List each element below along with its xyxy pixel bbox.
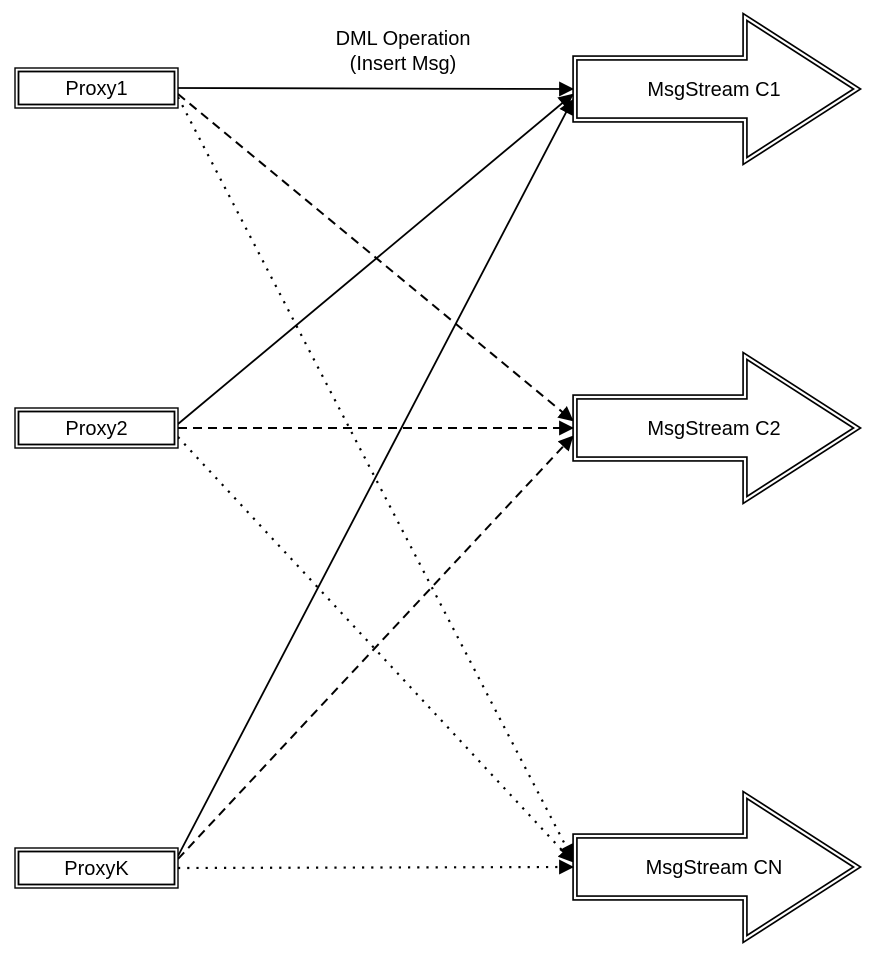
edge-proxyk-to-msgstream-c1-solid (177, 99, 573, 857)
node-proxy1: Proxy1 (14, 67, 179, 109)
msgstream-c2-arrow-inner-line (573, 353, 860, 503)
proxy1-box-inner-line (17, 70, 176, 106)
edge-annotation: DML Operation (Insert Msg) (336, 28, 471, 75)
msgstream-c2-label: MsgStream C2 (647, 418, 780, 440)
proxyk-box (14, 847, 179, 889)
msgstream-c1-arrow-inner-line (573, 14, 860, 164)
proxy2-box (14, 407, 179, 449)
proxyk-box-inner-line (17, 850, 176, 886)
node-proxy2: Proxy2 (14, 407, 179, 449)
edge-proxyk-to-msgstream-c2-dashed (177, 435, 574, 860)
msgstream-c1-label: MsgStream C1 (647, 79, 780, 101)
node-msgstream-c2: MsgStream C2 (572, 350, 863, 506)
proxy1-label: Proxy1 (65, 78, 127, 100)
edge-proxyk-to-msgstream-cn-dotted (177, 859, 575, 875)
node-msgstream-c1: MsgStream C1 (572, 11, 863, 167)
proxy2-box-inner-line (17, 410, 176, 446)
msgstream-cn-arrow-inner-line (573, 792, 860, 942)
proxy1-box (14, 67, 179, 109)
annotation-line1: DML Operation (336, 28, 471, 50)
node-proxyk: ProxyK (14, 847, 179, 889)
edge-proxy1-to-msgstream-c2-dashed (177, 93, 574, 422)
annotation-line2: (Insert Msg) (350, 53, 457, 75)
msgstream-cn-label: MsgStream CN (646, 857, 783, 879)
node-msgstream-cn: MsgStream CN (572, 789, 863, 945)
proxy2-label: Proxy2 (65, 418, 127, 440)
edge-proxy1-to-msgstream-c1-solid (177, 81, 575, 97)
edge-proxy2-to-msgstream-c1-solid (177, 93, 574, 425)
proxyk-label: ProxyK (64, 858, 129, 880)
